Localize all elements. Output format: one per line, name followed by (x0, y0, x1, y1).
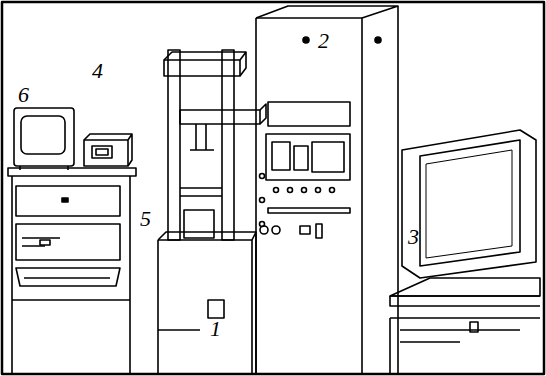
callout-number: 2 (318, 30, 329, 52)
callout-number: 6 (18, 84, 29, 106)
callout-number: 4 (92, 60, 103, 82)
callout-number: 5 (140, 208, 151, 230)
callout-number: 1 (210, 318, 221, 340)
callout-number: 3 (408, 226, 419, 248)
